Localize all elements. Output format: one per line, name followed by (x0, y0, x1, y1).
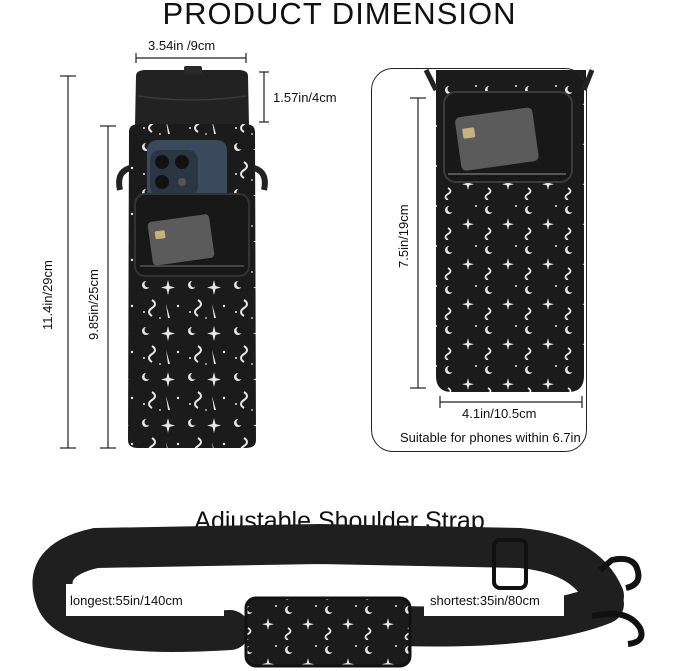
total-height-label: 11.4in/29cm (40, 260, 55, 330)
body-height-label: 9.85in/25cm (86, 269, 101, 340)
strap-longest-label: longest:55in/140cm (70, 593, 183, 608)
strap-shortest-label: shortest:35in/80cm (430, 593, 540, 608)
pocket-height-label: 7.5in/19cm (396, 204, 411, 268)
pocket-width-label: 4.1in/10.5cm (462, 406, 537, 421)
width-top-label: 3.54in /9cm (148, 38, 216, 53)
phone-note: Suitable for phones within 6.7in (400, 430, 581, 445)
page-title: PRODUCT DIMENSION (162, 0, 517, 31)
detail-frame (371, 68, 587, 452)
drawstring-height-label: 1.57in/4cm (273, 90, 337, 105)
